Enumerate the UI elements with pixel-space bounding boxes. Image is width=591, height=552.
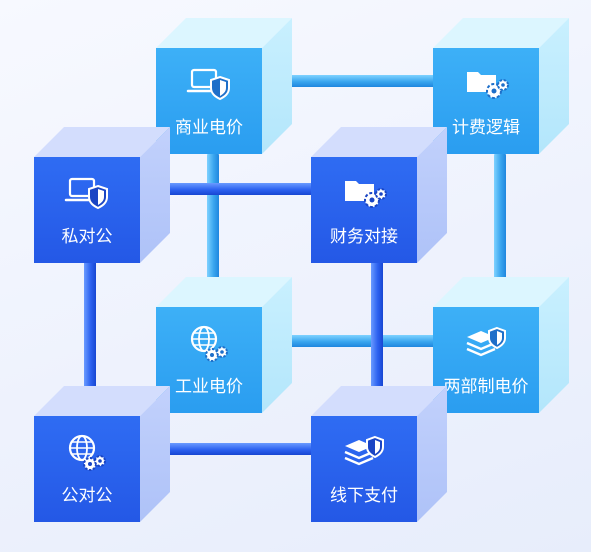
node-offline-payment: 线下支付 [311,386,447,522]
node-label: 商业电价 [175,118,243,138]
node-public-to-public: 公对公 [34,386,170,522]
globe-gears-icon [68,434,106,471]
node-label: 计费逻辑 [452,118,520,138]
connector-private-public [84,255,96,400]
connector-commercial-billing [262,75,452,87]
layers-shield-icon [466,326,506,357]
folder-gears-icon [467,72,509,99]
node-private-to-public: 私对公 [34,127,170,263]
laptop-shield-icon [186,68,230,101]
node-label: 线下支付 [330,486,398,506]
globe-gears-icon [190,325,228,362]
connector-commercial-industrial [207,150,219,290]
layers-shield-icon [344,435,384,466]
node-industrial-price: 工业电价 [156,277,292,413]
connector-finance-offline [371,255,383,400]
laptop-shield-icon [64,177,108,210]
node-label: 公对公 [61,486,113,506]
node-label: 财务对接 [330,227,398,247]
node-billing-logic: 计费逻辑 [433,18,569,154]
node-label: 工业电价 [175,377,243,397]
node-label: 两部制电价 [443,377,529,397]
node-finance-docking: 财务对接 [311,127,447,263]
folder-gears-icon [345,181,387,208]
node-two-part-price: 两部制电价 [433,277,569,413]
node-label: 私对公 [61,227,113,247]
connector-billing-twopart [494,150,506,290]
node-commercial-price: 商业电价 [156,18,292,154]
